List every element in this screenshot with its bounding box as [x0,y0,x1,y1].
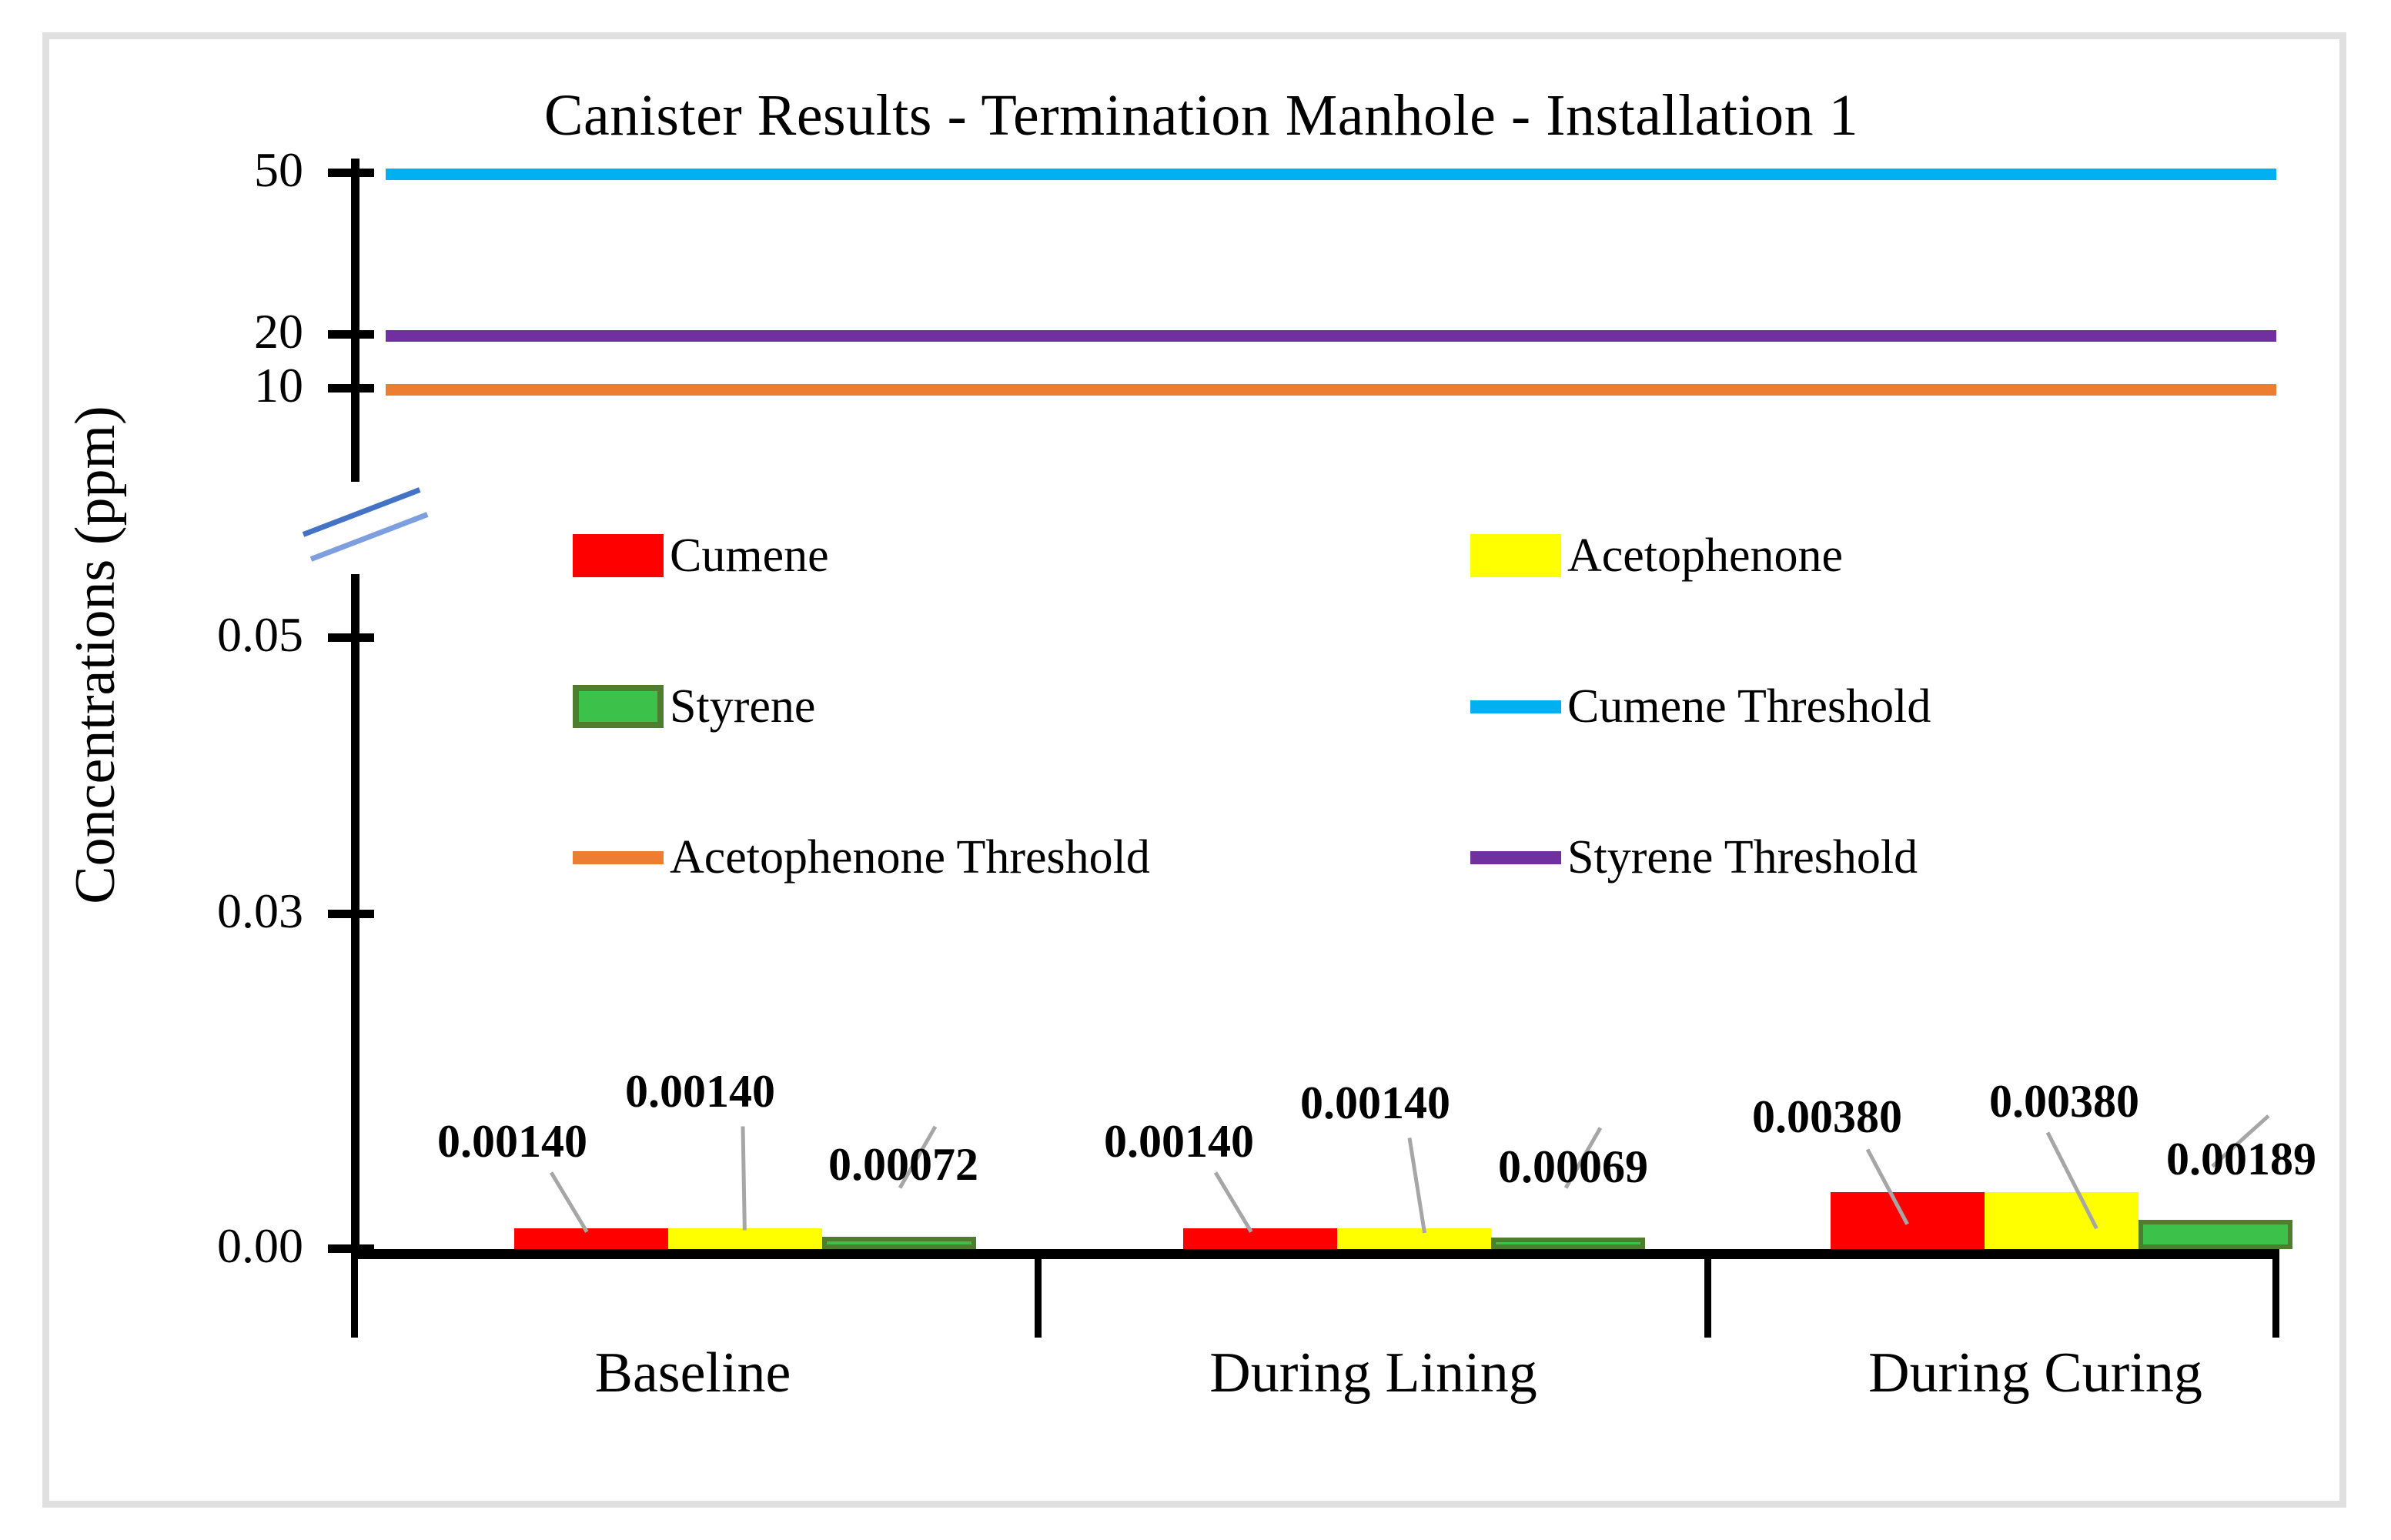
bar-cumene-baseline[interactable] [514,1228,668,1249]
y-tick-50 [328,169,374,177]
leader-line [1407,1137,1427,1234]
legend-label: Acetophenone Threshold [670,831,1150,884]
y-axis-upper-spine [351,159,359,482]
legend-label: Cumene Threshold [1567,680,1931,733]
bar-styrene-during-curing[interactable] [2139,1220,2292,1249]
threshold-line-cumene [386,169,2276,180]
x-axis-category-label-during-curing: During Curing [1868,1341,2202,1405]
y-tick-label-0.03: 0.03 [217,884,303,938]
plot-area: 50 20 10 0.05 0.03 0.00 [49,39,2353,1515]
chart-container: Canister Results - Termination Manhole -… [42,32,2346,1508]
y-tick-label-0.00: 0.00 [217,1218,303,1273]
x-axis-category-label-during-lining: During Lining [1209,1341,1537,1405]
legend-swatch-cumene-threshold-icon [1470,700,1561,713]
data-label: 0.00140 [437,1116,587,1167]
axis-break-mark-upper [302,487,421,537]
legend-item-styrene-threshold[interactable]: Styrene Threshold [1470,833,1918,881]
y-tick-label-50: 50 [254,142,303,197]
y-tick-0.00 [328,1244,374,1253]
x-axis-separator-start [351,1249,358,1338]
legend-item-cumene[interactable]: Cumene [573,532,829,580]
leader-line [1213,1171,1253,1233]
threshold-line-acetophenone [386,384,2276,396]
data-label: 0.00072 [828,1139,978,1190]
legend-swatch-styrene-icon [573,685,664,728]
legend-item-cumene-threshold[interactable]: Cumene Threshold [1470,683,1931,730]
legend-label: Acetophenone [1567,529,1844,582]
legend-swatch-acetophenone-icon [1470,534,1561,577]
legend-item-styrene[interactable]: Styrene [573,683,815,730]
bar-cumene-during-lining[interactable] [1183,1228,1337,1249]
y-tick-label-10: 10 [254,358,303,413]
bar-acetophenone-during-curing[interactable] [1985,1192,2139,1249]
x-axis-category-label-baseline: Baseline [594,1341,791,1405]
leader-line [549,1171,589,1233]
legend-label: Styrene [670,680,816,733]
bar-styrene-during-lining[interactable] [1491,1238,1645,1249]
y-tick-0.05 [328,633,374,642]
y-tick-10 [328,384,374,393]
x-axis-separator-1 [1035,1249,1042,1338]
data-label: 0.00140 [1300,1077,1450,1128]
chart-legend: Cumene Acetophenone Styrene Cumene Thres… [573,532,2035,881]
legend-label: Styrene Threshold [1567,831,1918,884]
bar-acetophenone-baseline[interactable] [668,1228,822,1249]
legend-item-acetophenone[interactable]: Acetophenone [1470,532,1843,580]
chart-title: Canister Results - Termination Manhole -… [543,83,1859,148]
legend-label: Cumene [670,529,829,582]
data-label: 0.00140 [625,1066,775,1117]
y-tick-20 [328,330,374,339]
data-label: 0.00380 [1989,1076,2139,1127]
x-axis-separator-2 [1704,1249,1711,1338]
y-tick-label-0.05: 0.05 [217,607,303,662]
y-tick-0.03 [328,910,374,918]
legend-item-acetophenone-threshold[interactable]: Acetophenone Threshold [573,833,1150,881]
axis-break-mark-lower [309,512,429,562]
data-label: 0.00069 [1498,1141,1648,1192]
legend-swatch-cumene-icon [573,534,664,577]
bar-acetophenone-during-lining[interactable] [1337,1228,1491,1249]
legend-swatch-styrene-threshold-icon [1470,850,1561,864]
y-tick-label-20: 20 [254,304,303,359]
data-label: 0.00380 [1752,1091,1902,1142]
leader-line [741,1126,747,1231]
data-label: 0.00140 [1104,1116,1254,1167]
bar-styrene-baseline[interactable] [822,1237,976,1249]
data-label: 0.00189 [2166,1134,2316,1184]
x-axis-separator-end [2272,1249,2279,1338]
legend-swatch-acetophenone-threshold-icon [573,850,664,864]
threshold-line-styrene [386,330,2276,342]
x-axis-spine [351,1249,2279,1259]
